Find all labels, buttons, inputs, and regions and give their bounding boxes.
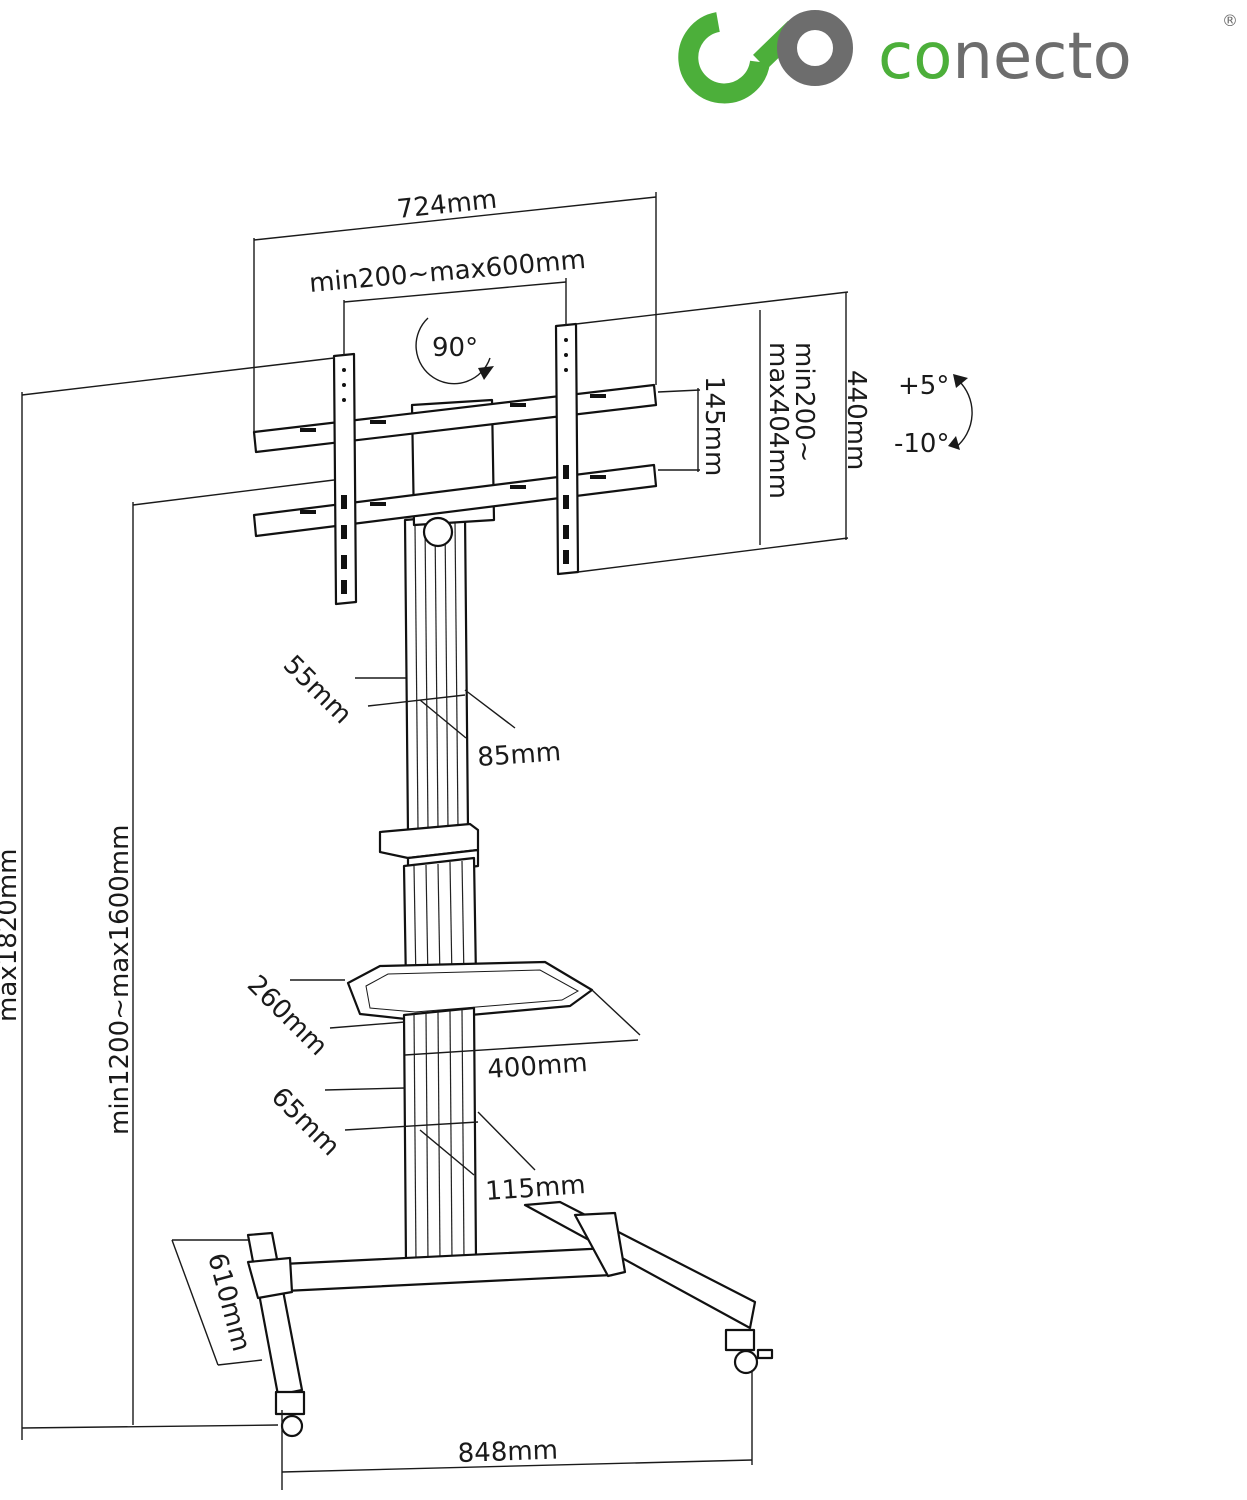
label-arm-spacing: 145mm (699, 376, 729, 476)
label-upper-column-width: 85mm (476, 737, 562, 773)
infinity-logo-icon (678, 10, 853, 104)
caster-right (724, 1328, 774, 1375)
tilt-arrow-icon (948, 374, 973, 450)
dimension-lines (21, 192, 849, 1490)
brand-logo: conecto ® (678, 10, 1238, 104)
label-lower-column-width: 115mm (484, 1170, 586, 1207)
label-rotation: 90° (432, 333, 478, 363)
brand-name-rest: necto (952, 20, 1131, 94)
stand-drawing (246, 322, 774, 1438)
label-vesa-horizontal: min200~max600mm (308, 245, 587, 299)
label-shelf-depth: 260mm (241, 970, 333, 1062)
brand-name: conecto (878, 20, 1132, 94)
label-base-width: 848mm (457, 1436, 558, 1469)
rotation-arrow-icon (415, 317, 494, 385)
label-vesa-vertical-1: min200~ (789, 342, 819, 462)
label-bracket-height: 440mm (841, 370, 871, 470)
registered-mark: ® (1222, 11, 1238, 30)
brand-name-co: co (878, 20, 952, 94)
caster-left (274, 1390, 306, 1438)
label-bracket-width: 724mm (396, 185, 499, 225)
label-tilt-up: +5° (898, 371, 949, 401)
label-shelf-width: 400mm (486, 1048, 588, 1085)
label-lower-column-depth: 65mm (265, 1082, 345, 1162)
label-total-height: max1820mm (0, 849, 23, 1022)
label-vesa-vertical-2: max404mm (763, 342, 793, 499)
label-mount-height: min1200~max1600mm (105, 825, 135, 1135)
label-tilt-down: -10° (894, 429, 949, 459)
label-upper-column-depth: 55mm (277, 650, 357, 730)
